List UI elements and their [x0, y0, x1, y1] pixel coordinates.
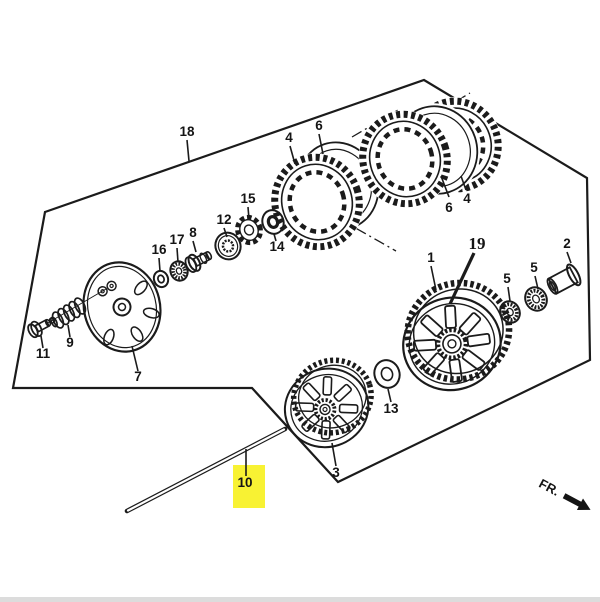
friction-plate-right-front	[358, 110, 452, 208]
washer-14	[261, 209, 285, 235]
part-label-18: 18	[179, 124, 195, 139]
lock-washer-15	[235, 214, 263, 246]
bearing-washer-17	[169, 260, 189, 282]
part-label-4-left: 4	[285, 130, 293, 145]
part-label-17: 17	[169, 232, 184, 247]
bolt-11	[27, 318, 52, 339]
clutch-center-hub-3	[283, 357, 375, 449]
part-label-1: 1	[427, 250, 435, 265]
part-label-9: 9	[66, 335, 74, 350]
fr-arrow-icon	[562, 493, 591, 510]
needle-bearing-5-outer	[524, 286, 548, 312]
part-label-12: 12	[216, 212, 231, 227]
part-label-16: 16	[151, 242, 167, 257]
push-rod-10	[124, 426, 288, 514]
clutch-spring-9	[50, 297, 87, 329]
part-label-15: 15	[240, 191, 256, 206]
part-label-11: 11	[36, 346, 51, 361]
part-label-4-right: 4	[463, 191, 471, 206]
part-label-3: 3	[332, 465, 340, 480]
part-label-5-inner: 5	[503, 271, 511, 286]
part-label-2: 2	[563, 236, 571, 251]
thrust-washer-13	[373, 359, 401, 389]
collar-2	[546, 263, 582, 295]
diagram-border	[11, 78, 592, 484]
washer-16	[152, 269, 170, 289]
highlight-box-part-10[interactable]	[233, 465, 265, 508]
part-label-6-left: 6	[315, 118, 323, 133]
fr-label: FR.	[537, 476, 563, 499]
fr-direction-indicator: FR.	[537, 476, 591, 510]
pressure-plate-7	[82, 261, 162, 353]
friction-plate-left	[270, 153, 364, 251]
part-label-6-right: 6	[445, 200, 453, 215]
part-label-10-highlighted[interactable]: 10	[237, 475, 252, 490]
bottom-page-edge	[0, 597, 600, 602]
part-label-7: 7	[134, 369, 142, 384]
part-label-5-outer: 5	[530, 260, 538, 275]
part-label-8: 8	[189, 225, 197, 240]
leader-lines	[40, 133, 572, 476]
part-label-13: 13	[383, 401, 399, 416]
part-label-19: 19	[469, 234, 486, 253]
clutch-outer-basket-1	[402, 279, 513, 392]
needle-bearing-5-inner	[499, 300, 521, 324]
part-label-14: 14	[269, 239, 285, 254]
